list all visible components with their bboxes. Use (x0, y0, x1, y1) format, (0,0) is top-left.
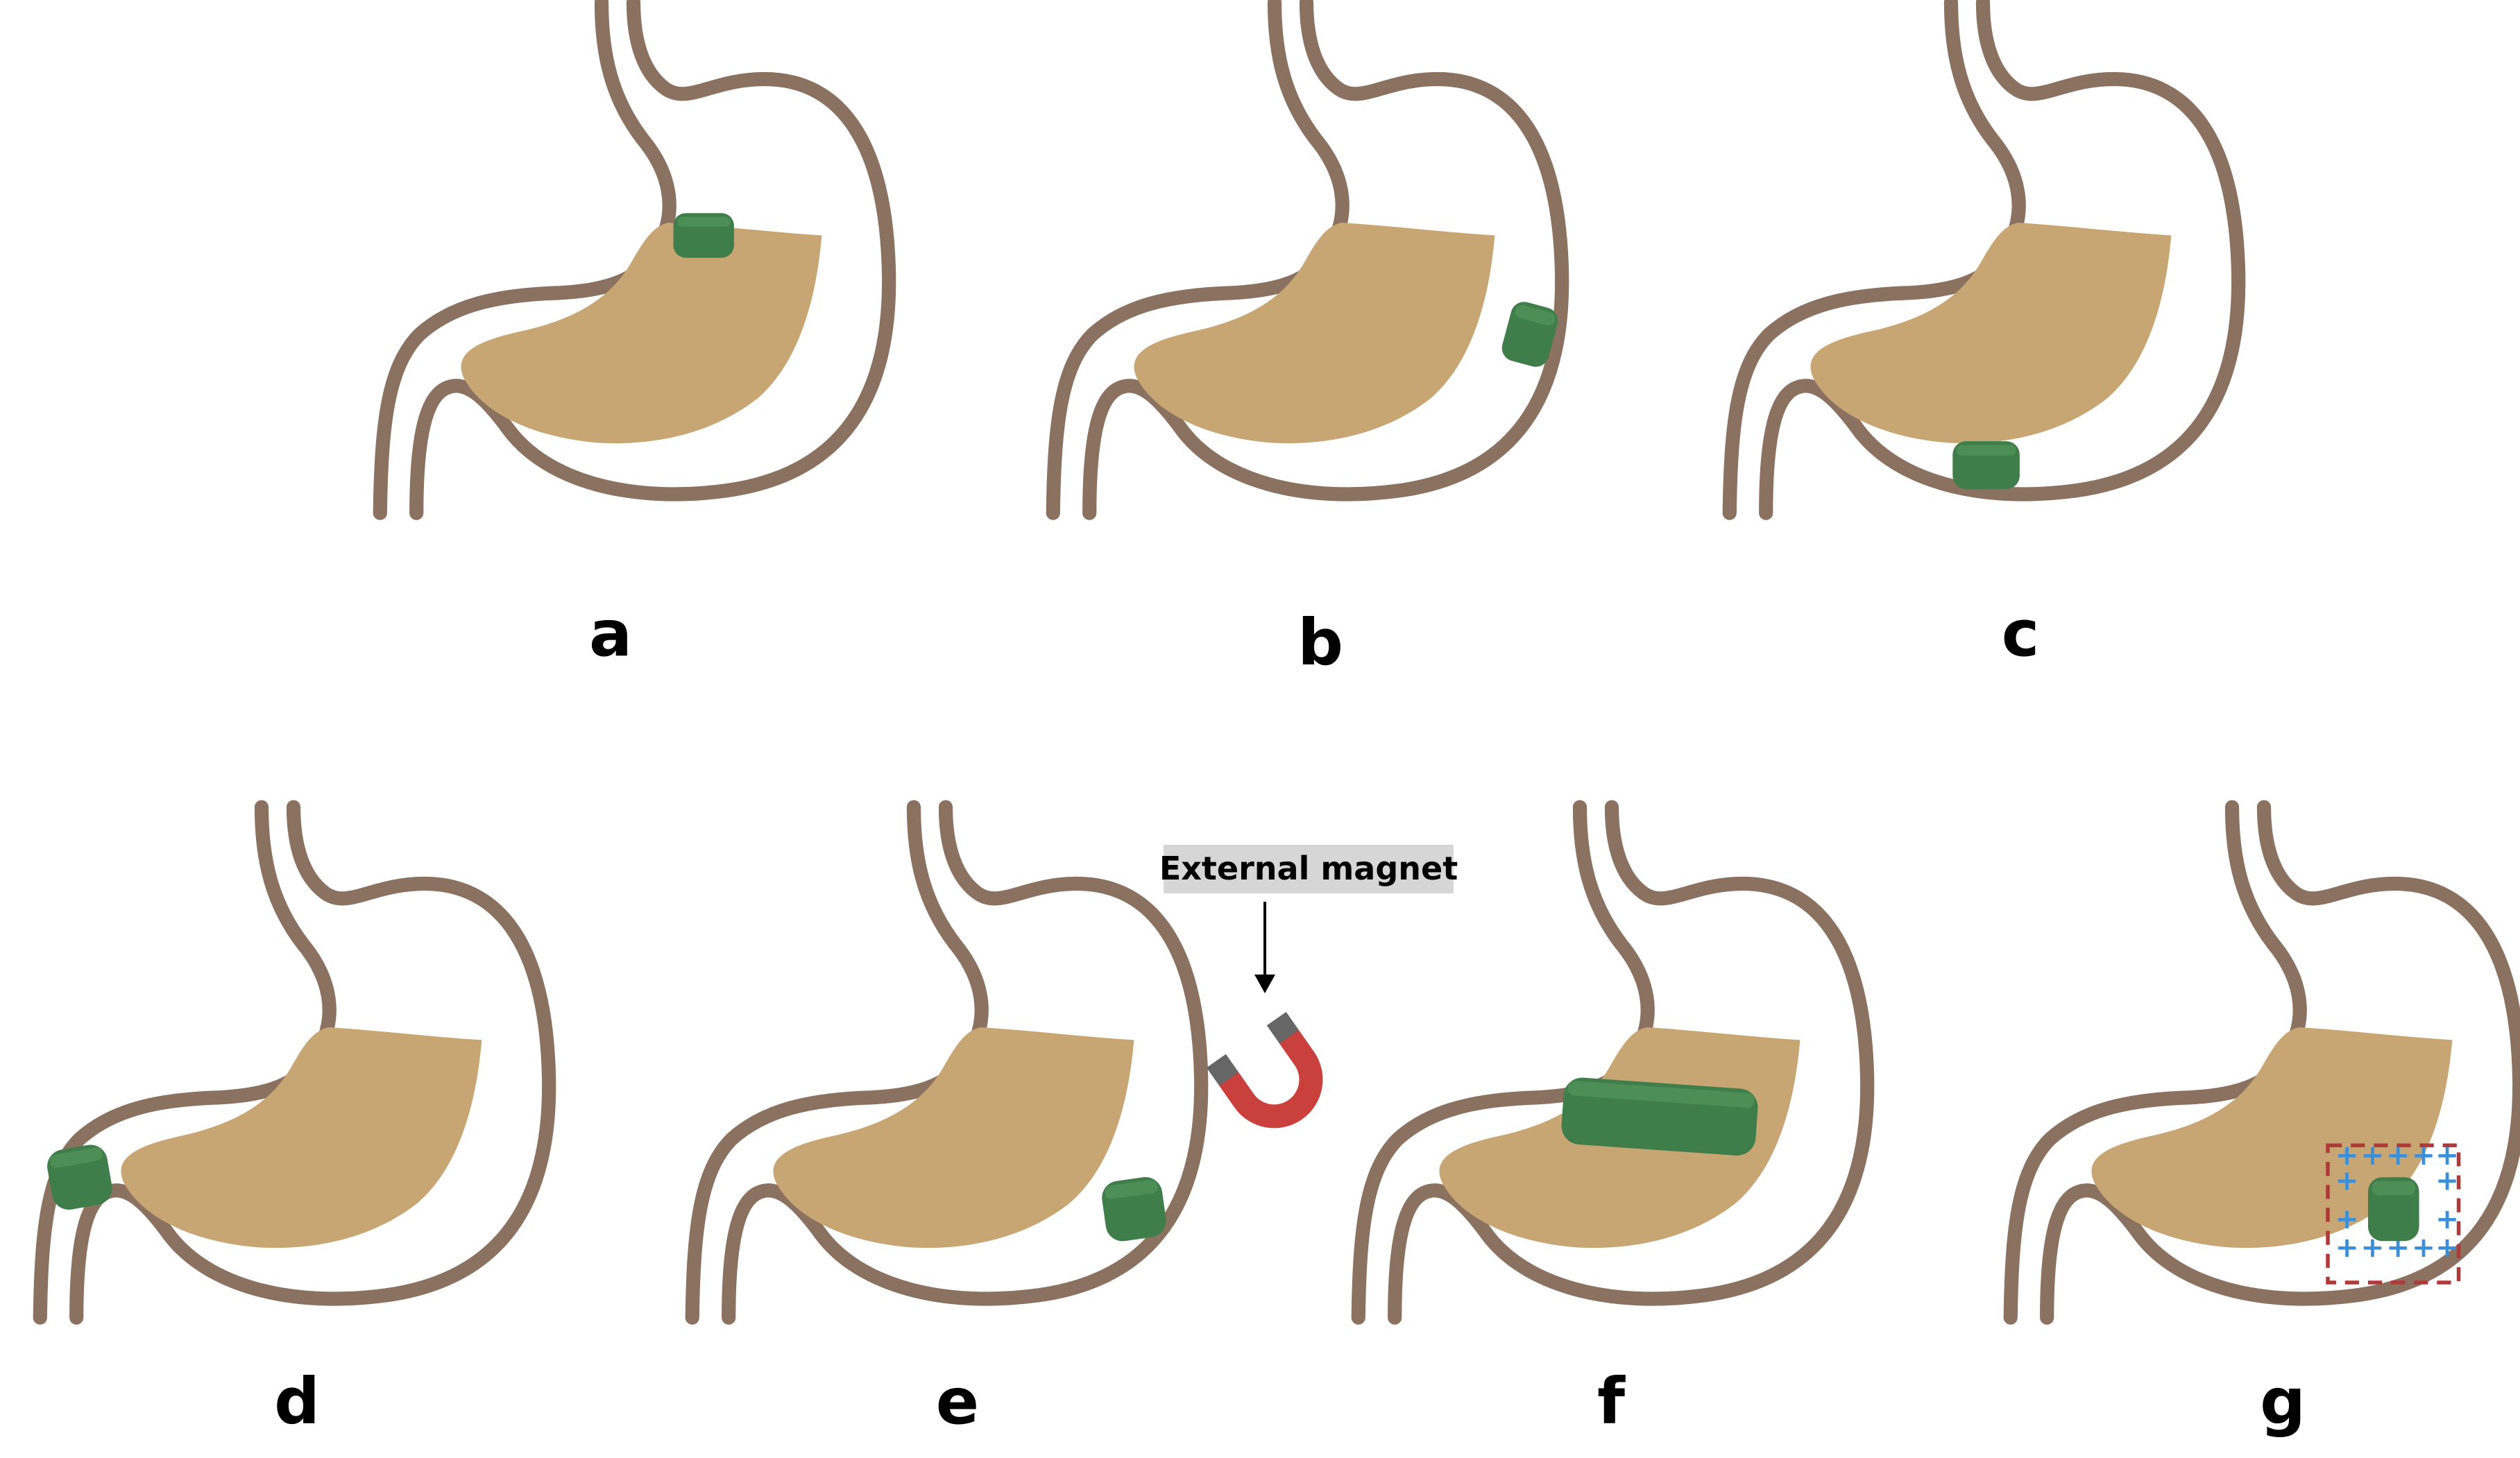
gastric-content (1810, 223, 2172, 444)
ion-exchange-dosage-form (2367, 1177, 2419, 1242)
floating-dosage-form (673, 213, 734, 258)
panel-label-d: d (274, 1364, 320, 1439)
positive-charge-icon: + (2435, 1164, 2459, 1197)
ion-exchange-boundary (2326, 1143, 2461, 1285)
panel-label-b: b (1297, 606, 1343, 680)
magnet-label: External magnet (1159, 850, 1458, 887)
positive-charge-icon: + (2435, 1230, 2459, 1264)
stomach-panel-g: ++++++++++++++ (2003, 800, 2520, 1325)
stomach-panel-b (1046, 0, 1569, 520)
panel-label-e: e (936, 1364, 979, 1439)
gastric-content (121, 1027, 482, 1249)
magnet-label-background (1164, 845, 1454, 893)
magnet-arrow-head (1254, 975, 1275, 993)
gastric-content (2091, 1027, 2453, 1249)
stomach-wall-right (1759, 0, 2246, 520)
positive-charge-icon: + (2335, 1164, 2359, 1197)
stomach-wall-left (1722, 0, 2026, 520)
stomach-wall-right (409, 0, 896, 520)
gastric-content (1134, 223, 1495, 444)
positive-charge-icon: + (2335, 1138, 2359, 1172)
stomach-wall-right (69, 800, 556, 1325)
panel-label-g: g (2260, 1364, 2306, 1439)
stomach-wall-right (1388, 800, 1875, 1325)
gastric-content (461, 223, 822, 444)
stomach-panel-d (33, 800, 556, 1325)
high-density-dosage-form (1952, 441, 2020, 490)
positive-charge-icon: + (2435, 1202, 2459, 1235)
stomach-panel-e (685, 800, 1209, 1325)
mucoadhesive-dosage-form (1501, 302, 1558, 367)
size-restricted-dosage-form (47, 1144, 112, 1210)
positive-charge-icon: + (2335, 1202, 2359, 1235)
gastric-content (773, 1027, 1134, 1249)
magnetic-dosage-form (1102, 1177, 1166, 1242)
panel-label-a: a (589, 597, 632, 671)
positive-charge-icon: + (2335, 1230, 2359, 1264)
stomach-wall-right (1082, 0, 1569, 520)
stomach-panel-a (373, 0, 896, 520)
expanded-dosage-form (1561, 1077, 1758, 1156)
stomach-wall-left (2003, 800, 2307, 1325)
positive-charge-icon: + (2386, 1138, 2410, 1172)
positive-charge-icon: + (2435, 1138, 2459, 1172)
stomach-wall-left (1046, 0, 1350, 520)
panel-label-c: c (2002, 597, 2040, 671)
external-magnet-callout: External magnet (1159, 845, 1458, 1129)
positive-charge-icon: + (2412, 1138, 2435, 1172)
stomach-wall-left (373, 0, 676, 520)
positive-charge-icon: + (2412, 1230, 2435, 1264)
stomach-panel-f (1351, 800, 1875, 1325)
positive-charge-icon: + (2360, 1138, 2384, 1172)
stomach-panel-c (1722, 0, 2246, 520)
stomach-wall-right (2040, 800, 2520, 1325)
horseshoe-magnet-icon (1206, 1011, 1323, 1129)
panel-label-f: f (1597, 1364, 1626, 1439)
stomach-wall-left (685, 800, 989, 1325)
